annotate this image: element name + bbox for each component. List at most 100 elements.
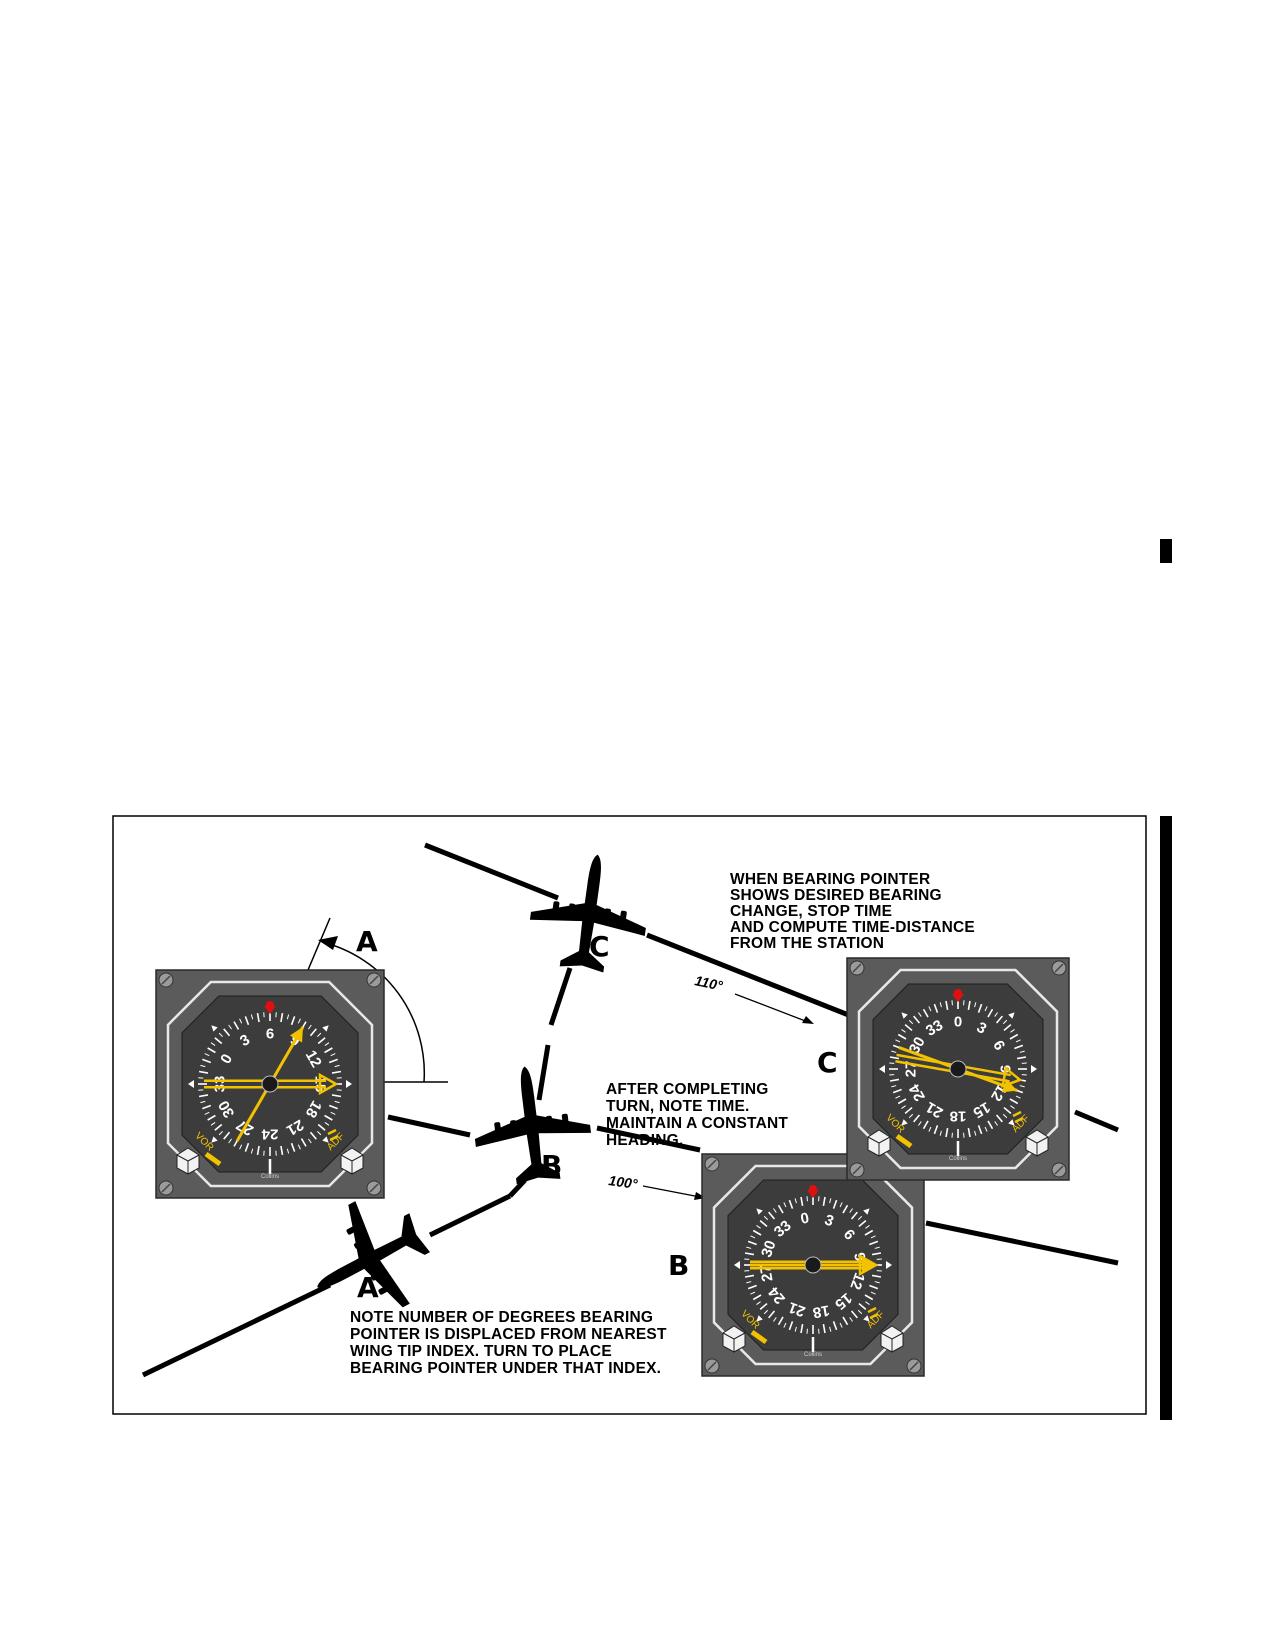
path-b-100-seg3 <box>925 1220 1119 1266</box>
adf-double-pointer-symbol <box>1012 1110 1024 1124</box>
caption-c-line-2: SHOWS DESIRED BEARING <box>730 887 942 904</box>
compass-card-number: 33 <box>923 1017 946 1040</box>
compass-tick <box>865 1225 870 1229</box>
adf-pointer-head <box>318 1072 339 1096</box>
caption-b-line-2: TURN, NOTE TIME. <box>606 1098 750 1115</box>
compass-tick <box>1019 1085 1025 1088</box>
caption-a-line-4: BEARING POINTER UNDER THAT INDEX. <box>350 1360 661 1377</box>
compass-card-number: 18 <box>811 1301 830 1321</box>
screw-slot <box>1054 1165 1064 1175</box>
compass-tick <box>228 1138 232 1144</box>
forty-five-degree-index <box>322 1136 329 1143</box>
screw-slot <box>707 1159 717 1169</box>
compass-tick <box>317 1131 322 1136</box>
compass-tick <box>783 1322 787 1328</box>
vor-single-pointer-symbol <box>204 1151 222 1167</box>
compass-tick <box>759 1220 768 1228</box>
compass-tick <box>869 1240 879 1246</box>
compass-tick <box>223 1028 231 1037</box>
compass-tick <box>974 1130 977 1136</box>
compass-tick <box>788 1321 794 1331</box>
compass-tick <box>850 1211 858 1220</box>
compass-tick <box>317 1032 322 1037</box>
compass-tick <box>768 1310 776 1319</box>
compass-tick <box>933 1125 939 1135</box>
engine-nacelle <box>354 1237 370 1249</box>
forty-five-degree-index <box>863 1315 870 1322</box>
figure-frame <box>112 815 1147 1415</box>
compass-tick <box>967 1127 971 1138</box>
lubber-marker <box>809 1185 817 1193</box>
pointer-hub <box>261 1075 279 1093</box>
compass-tick <box>842 1204 849 1214</box>
compass-tick <box>239 1144 243 1150</box>
compass-tick <box>331 1094 342 1098</box>
screw-slot <box>161 1183 171 1193</box>
lubber-marker <box>954 989 962 997</box>
compass-tick <box>839 1202 843 1208</box>
compass-tick <box>901 1105 906 1109</box>
right-wingtip-index <box>886 1261 892 1269</box>
caption-c-line-5: FROM THE STATION <box>730 935 884 952</box>
screw-slot <box>369 1183 379 1193</box>
screw-slot <box>909 1361 919 1371</box>
compass-tick <box>889 1078 900 1082</box>
compass-card-number: 12 <box>846 1270 868 1291</box>
compass-tick <box>214 1037 223 1045</box>
compass-tick <box>984 1126 988 1132</box>
caption-a-line-3: WING TIP INDEX. TURN TO PLACE <box>350 1343 612 1360</box>
compass-tick <box>200 1100 206 1104</box>
compass-tick <box>857 1309 863 1315</box>
compass-tick <box>904 1106 913 1114</box>
compass-tick <box>832 1199 838 1209</box>
lubber-line-index <box>952 994 964 1002</box>
compass-tick <box>756 1301 761 1305</box>
compass-tick <box>858 1220 867 1228</box>
compass-tick <box>239 1018 243 1024</box>
compass-tick <box>218 1032 223 1037</box>
compass-tick <box>280 1145 284 1156</box>
compass-tick <box>995 1015 1003 1024</box>
compass-tick <box>328 1104 338 1110</box>
engine-nacelle <box>567 903 576 920</box>
compass-tick <box>1010 1105 1015 1109</box>
path-c-110-seg2 <box>646 932 857 1021</box>
compass-tick <box>928 1006 932 1012</box>
compass-tick <box>849 1317 853 1322</box>
instrument-brand: Collins <box>949 1156 967 1162</box>
compass-tick <box>309 1131 317 1140</box>
forty-five-degree-index <box>756 1315 763 1322</box>
compass-tick <box>864 1229 874 1236</box>
forty-five-degree-index <box>1008 1012 1015 1019</box>
compass-tick <box>822 1323 826 1334</box>
compass-tick <box>1015 1095 1021 1099</box>
compass-tick <box>892 1088 902 1094</box>
forty-five-degree-index <box>211 1136 218 1143</box>
heading-arrow-110 <box>734 993 814 1024</box>
airplane-a <box>317 1201 431 1308</box>
compass-tick <box>891 1050 897 1053</box>
engine-nacelle <box>378 1283 394 1295</box>
compass-tick <box>922 1008 929 1018</box>
caption-c: WHEN BEARING POINTER SHOWS DESIRED BEARI… <box>730 871 975 952</box>
caption-a-line-2: POINTER IS DISPLACED FROM NEAREST <box>350 1326 667 1343</box>
path-b-to-c-seg2 <box>548 967 573 1026</box>
airplane-label-b: B <box>541 1149 562 1182</box>
compass-tick <box>897 1033 907 1040</box>
compass-tick <box>777 1204 784 1214</box>
compass-tick <box>331 1070 342 1074</box>
airplane-silhouette <box>529 854 646 973</box>
compass-tick <box>290 1016 296 1026</box>
compass-tick <box>747 1284 757 1290</box>
path-b-to-c-seg1 <box>536 1044 551 1101</box>
path-a-to-b <box>508 1178 527 1198</box>
compass-tick <box>874 1281 880 1284</box>
engine-nacelle <box>545 1115 554 1132</box>
compass-tick <box>330 1053 336 1057</box>
compass-tick <box>874 1246 880 1249</box>
engine-nacelle <box>494 1122 502 1139</box>
vor-single-pointer-symbol <box>750 1329 768 1345</box>
caption-a-line-1: NOTE NUMBER OF DEGREES BEARING <box>350 1309 653 1326</box>
